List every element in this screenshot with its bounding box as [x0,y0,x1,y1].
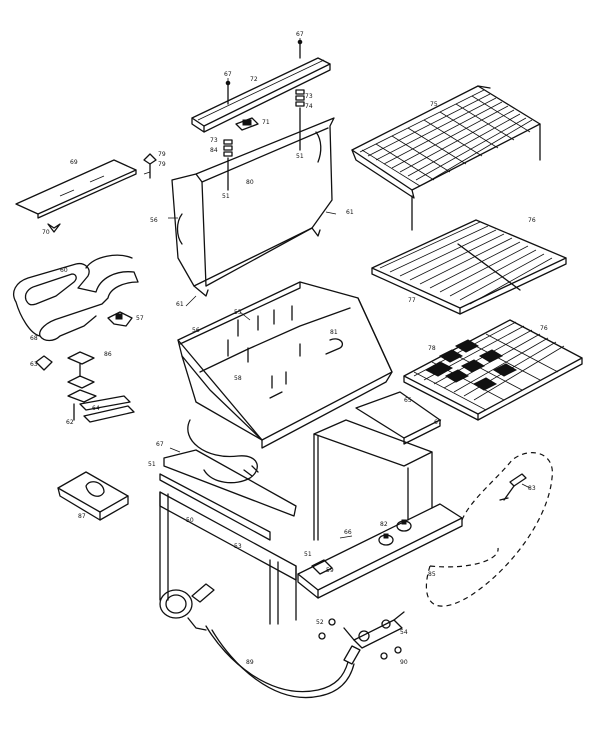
callout-label: 87 [78,513,86,520]
burner-venturi-bracket [67,351,97,403]
callout-label: 61 [346,209,354,216]
burner-clip [107,311,133,327]
callout-label: 51 [296,153,304,160]
warming-rack [351,85,541,231]
callout-label: 66 [344,529,352,536]
temperature-gauge [235,117,259,131]
grill-lid [171,117,335,297]
lid-spacer-stack [223,139,233,191]
callout-label: 56 [150,217,158,224]
callout-label: 57 [136,315,144,322]
callout-label: 51 [304,551,312,558]
callout-label: 59 [326,567,334,574]
igniter-electrode [499,473,527,501]
callout-label: 67 [296,31,304,38]
callout-label: 60 [60,267,68,274]
leader-lines [143,38,531,539]
handle-bolt-left [225,80,231,105]
callout-label: 75 [430,101,438,108]
firebox-studs [227,305,301,389]
callout-label: 89 [246,659,254,666]
callout-label: 82 [380,521,388,528]
callout-label: 55 [234,309,242,316]
callout-label: 84 [210,147,218,154]
callout-label: 62 [66,419,74,426]
handle-spacer-stack [295,89,305,151]
callout-label: 78 [428,345,436,352]
callout-label: 51 [222,193,230,200]
callout-label: 67 [434,419,442,426]
burner-valve-tubes [73,395,135,423]
control-knob-right [396,519,412,532]
callout-labels: 67 67 72 73 74 71 73 84 51 80 51 69 79 7… [30,31,548,666]
callout-label: 76 [540,325,548,332]
igniter-wire [425,452,553,607]
callout-label: 67 [156,441,164,448]
callout-label: 69 [70,159,78,166]
gas-line-coil [187,419,259,484]
callout-label: 90 [400,659,408,666]
callout-label: 86 [104,351,112,358]
firebox [177,281,393,449]
gas-hose [205,625,361,699]
drip-tray [57,471,129,521]
callout-label: 79 [158,161,166,168]
callout-label: 56 [192,327,200,334]
gas-valve-assembly [343,611,405,649]
handle-bolt-right [297,39,303,59]
callout-label: 71 [262,119,270,126]
cooking-grate [371,219,567,315]
callout-label: 50 [186,517,194,524]
callout-label: 81 [330,329,338,336]
side-shelf [355,391,441,445]
control-panel [297,503,463,599]
callout-label: 70 [42,229,50,236]
control-knob-left [378,533,394,546]
callout-label: 68 [30,335,38,342]
callout-label: 72 [250,76,258,83]
valve-small-parts [318,618,402,660]
callout-label: 85 [428,571,436,578]
lid-handle [191,57,331,133]
heat-deflector-plate [15,159,137,219]
callout-label: 64 [92,405,100,412]
wing-nut-bottom [47,223,61,233]
callout-label: 61 [176,301,184,308]
gas-regulator [159,583,215,631]
callout-label: 51 [148,461,156,468]
cart-frame [159,419,433,625]
burner-wing-nut [35,355,53,371]
callout-label: 80 [246,179,254,186]
callout-label: 73 [210,137,218,144]
callout-label: 76 [528,217,536,224]
callout-label: 74 [305,103,313,110]
grill-support-bracket [159,449,297,541]
callout-label: 67 [224,71,232,78]
lava-rocks [424,339,518,391]
callout-label: 79 [158,151,166,158]
callout-label: 73 [305,93,313,100]
callout-label: 58 [234,375,242,382]
callout-label: 53 [234,543,242,550]
callout-label: 83 [528,485,536,492]
callout-label: 65 [404,397,412,404]
callout-label: 77 [408,297,416,304]
burner [13,254,139,342]
callout-label: 63 [30,361,38,368]
callout-label: 54 [400,629,408,636]
wing-nut-top [143,153,157,179]
callout-label: 52 [316,619,324,626]
